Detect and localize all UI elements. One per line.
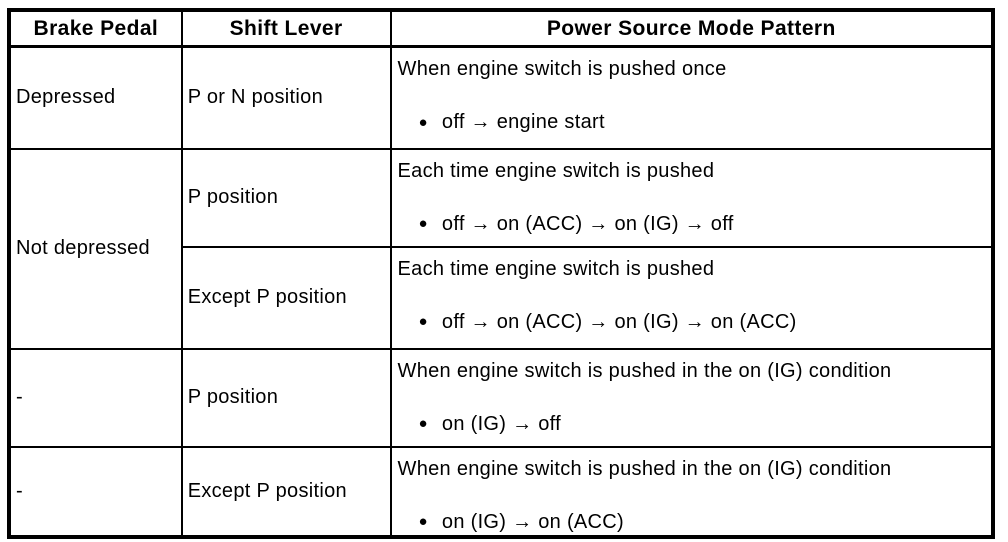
power-source-mode-table: Brake Pedal Shift Lever Power Source Mod… [7,8,995,539]
brake-pedal-cell: Depressed [8,45,183,150]
bullet-icon: ● [418,113,428,131]
condition-text: When engine switch is pushed in the on (… [397,359,892,382]
pattern-cell: Each time engine switch is pushed ● off … [389,245,995,350]
shift-lever-cell: P or N position [180,45,392,150]
shift-lever-cell: Except P position [180,245,392,350]
table-row: Depressed P or N position When engine sw… [8,45,995,150]
brake-pedal-cell: Not depressed [8,147,183,350]
header-power-source-mode-pattern: Power Source Mode Pattern [389,9,995,48]
sequence-line: ● off → engine start [398,109,991,135]
shift-lever-cell: Except P position [180,445,392,538]
shift-lever-cell: P position [180,147,392,248]
header-shift-lever: Shift Lever [180,9,392,48]
pattern-cell: When engine switch is pushed in the on (… [389,445,995,538]
bullet-icon: ● [418,513,428,530]
table-row: Not depressed P position Each time engin… [8,147,995,350]
table-row: - Except P position When engine switch i… [8,445,995,538]
sequence-text: off → engine start [441,111,605,133]
header-brake-pedal: Brake Pedal [8,9,183,48]
condition-text: Each time engine switch is pushed [397,257,715,280]
pattern-cell: When engine switch is pushed in the on (… [389,347,995,448]
bullet-icon: ● [418,215,428,232]
sequence-text: off → on (ACC) → on (IG) → on (ACC) [441,310,797,333]
pattern-cell: When engine switch is pushed once ● off … [389,45,995,150]
sequence-line: ● on (IG) → on (ACC) [398,509,991,535]
sequence-line: ● off → on (ACC) → on (IG) → off [398,211,991,237]
bullet-icon: ● [418,415,428,432]
bullet-icon: ● [418,313,428,330]
sequence-line: ● off → on (ACC) → on (IG) → on (ACC) [398,309,991,335]
shift-lever-cell: P position [180,347,392,448]
sequence-text: on (IG) → off [441,412,562,435]
condition-text: When engine switch is pushed in the on (… [397,457,892,480]
brake-pedal-cell: - [8,445,183,538]
condition-text: Each time engine switch is pushed [397,159,715,182]
condition-text: When engine switch is pushed once [397,58,727,80]
table-row: - P position When engine switch is pushe… [8,347,995,448]
header-row: Brake Pedal Shift Lever Power Source Mod… [8,9,995,48]
table-row: Except P position Each time engine switc… [9,245,995,350]
pattern-cell: Each time engine switch is pushed ● off … [389,147,995,248]
sequence-line: ● on (IG) → off [398,411,991,437]
sequence-text: off → on (ACC) → on (IG) → off [441,212,734,235]
brake-pedal-cell: - [8,347,183,448]
sequence-text: on (IG) → on (ACC) [441,510,625,533]
